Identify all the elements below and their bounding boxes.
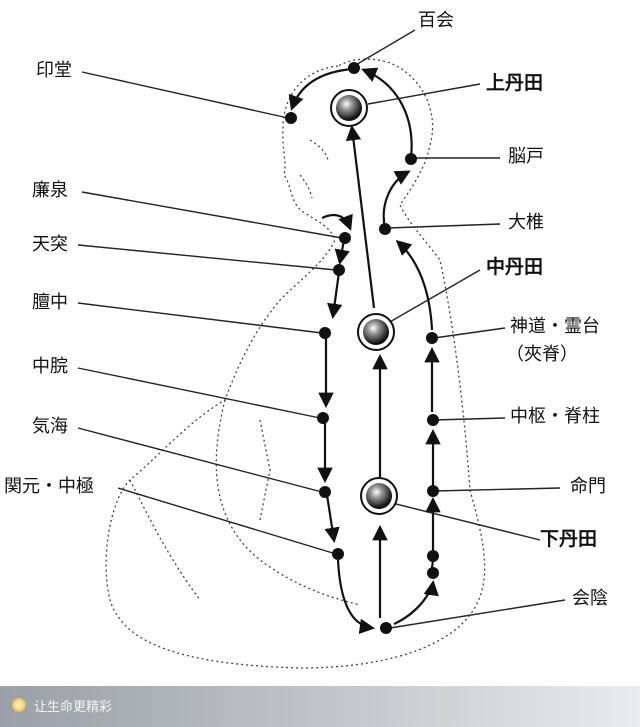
label-yintang: 印堂 [36,60,72,81]
point-dazhui [379,223,391,235]
acupoints [285,62,439,634]
body-silhouette [105,58,486,669]
label-shang-dantian: 上丹田 [486,72,544,94]
point-shendao [426,332,438,344]
point-huiyin [380,622,392,634]
label-naohu: 脳戸 [508,146,544,167]
arrow-lianquan [321,213,353,231]
point-mingmen [427,485,439,497]
label-danzhong: 膻中 [32,292,68,313]
label-shendao-lingtai: 神道・霊台 [510,316,600,337]
body-outline [105,58,486,669]
watermark-bar: 让生命更精彩 [0,686,640,727]
point-lianquan [339,232,351,244]
point-zhongshu [427,414,439,426]
leg-line [129,479,201,601]
point-yintang [285,112,297,124]
hand-line [259,419,271,521]
arrow-bottom [336,559,376,634]
label-baihui: 百会 [418,10,454,31]
watermark-logo-icon [12,698,26,712]
point-guanyuan [332,548,344,560]
label-zhong-dantian: 中丹田 [486,256,544,278]
point-naohu [405,153,417,165]
label-mingmen: 命門 [570,476,606,497]
point-baihui [348,62,360,74]
arrow-front-2 [327,271,343,320]
leader-lines [77,29,566,629]
watermark-text: 让生命更精彩 [34,700,113,715]
label-jiaji: （夾脊） [506,344,578,365]
point-qihai [319,486,331,498]
arrow-front-5 [324,494,340,544]
label-zhongwan: 中脘 [32,356,68,377]
label-guanyuan-zhongji: 関元・中極 [4,476,94,497]
arrow-naohu-baihui [361,67,413,159]
arrow-back-1 [393,579,439,625]
label-tiantu: 天突 [32,234,68,255]
label-dazhui: 大椎 [508,212,544,233]
label-lianquan: 廉泉 [32,180,68,201]
xia-dantian-sphere [366,483,392,509]
point-back-lower [427,567,439,579]
label-huiyin: 会陰 [572,588,608,609]
label-xia-dantian: 下丹田 [540,528,598,550]
point-danzhong [319,327,331,339]
zhong-dantian-sphere [363,319,389,345]
arrow-dazhui-naohu [382,170,411,229]
dantian-spheres [330,89,398,515]
arrow-center-3 [345,124,376,309]
arrow-baihui-yintang [288,67,353,111]
chin-line [299,174,313,199]
point-zhongwan [317,412,329,424]
point-tiantu [333,264,345,276]
point-back-low [427,550,439,562]
arrow-back-5 [395,239,434,331]
face-line [309,139,329,161]
shang-dantian-sphere [336,95,362,121]
arm-line [215,399,361,606]
label-qihai: 気海 [32,416,68,437]
flow-arrows [288,67,441,634]
label-zhongshu-jizhu: 中枢・脊柱 [510,406,600,427]
